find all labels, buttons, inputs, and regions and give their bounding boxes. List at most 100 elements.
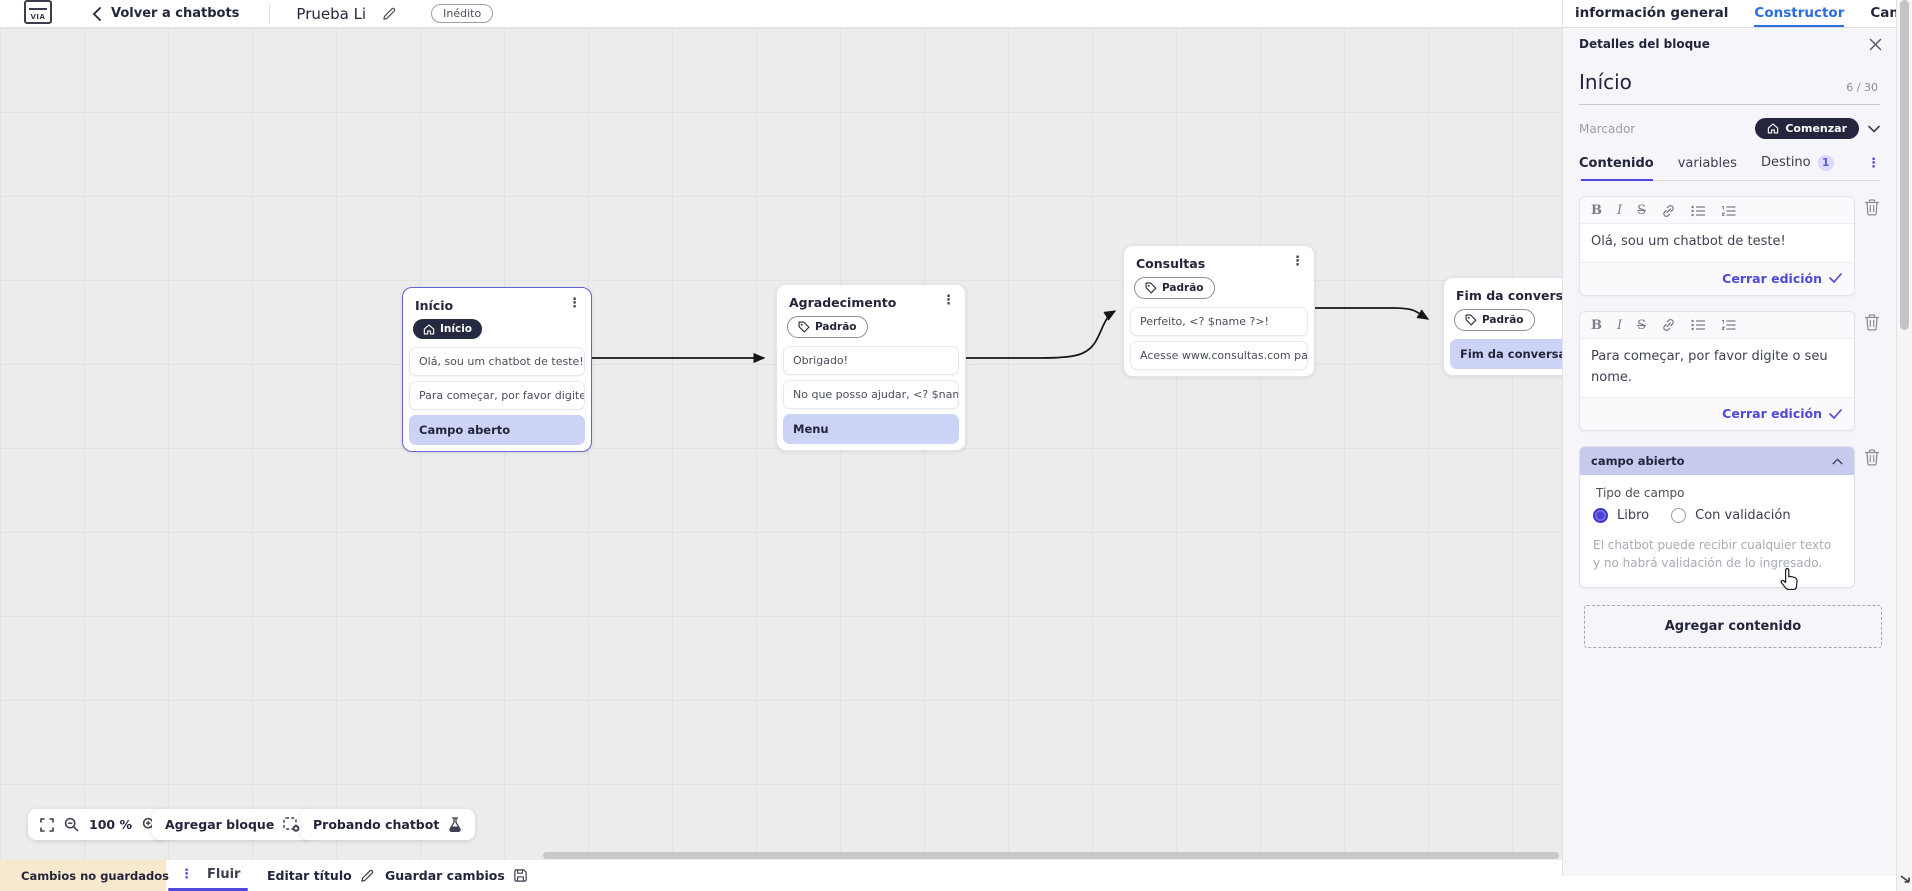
save-changes-label: Guardar cambios: [385, 868, 505, 883]
block-row[interactable]: Olá, sou um chatbot de teste!: [409, 347, 585, 376]
back-chevron-icon[interactable]: [92, 6, 101, 21]
bold-icon[interactable]: B: [1591, 203, 1602, 218]
edit-title-pencil-icon: [360, 869, 373, 882]
bullet-list-icon[interactable]: [1691, 319, 1706, 331]
add-block-button[interactable]: Agregar bloque: [152, 809, 314, 840]
block-menu-icon[interactable]: ⋮: [1291, 254, 1304, 269]
numbered-list-icon[interactable]: [1721, 319, 1736, 331]
back-to-chatbots-link[interactable]: Volver a chatbots: [111, 6, 240, 21]
block-badge-default: Padrão: [787, 316, 868, 338]
flow-menu-icon[interactable]: ⋮: [180, 867, 193, 882]
radio-option-con-validacion[interactable]: Con validación: [1671, 508, 1791, 524]
tag-icon: [1145, 282, 1157, 294]
delete-content-icon[interactable]: [1864, 314, 1880, 331]
open-field-header[interactable]: campo abierto: [1580, 447, 1854, 476]
block-row[interactable]: No que posso ajudar, <? $name ...: [783, 380, 959, 409]
block-name-field[interactable]: Início 6 / 30: [1579, 62, 1880, 105]
tab-fluir-active-underline: [168, 888, 248, 891]
tab-constructor[interactable]: Constructor: [1754, 0, 1845, 27]
char-counter: 6 / 30: [1846, 81, 1878, 94]
italic-icon[interactable]: I: [1617, 203, 1623, 218]
app-logo-text: VIA: [30, 13, 46, 21]
marker-value-pill[interactable]: Comenzar: [1755, 118, 1859, 139]
tab-informacion-general[interactable]: información general: [1575, 4, 1729, 21]
bullet-list-icon[interactable]: [1691, 205, 1706, 217]
close-panel-icon[interactable]: [1869, 38, 1882, 51]
window-vertical-scrollbar[interactable]: [1896, 0, 1912, 891]
radio-option-libre[interactable]: Libro: [1593, 508, 1649, 524]
field-type-label: Tipo de campo: [1596, 486, 1685, 501]
fit-screen-icon[interactable]: [40, 817, 54, 832]
editor-text[interactable]: Para começar, por favor digite o seu nom…: [1580, 337, 1854, 399]
block-row[interactable]: Menu: [783, 414, 959, 444]
field-helper-text: El chatbot puede recibir cualquier texto…: [1593, 538, 1832, 571]
close-edit-button[interactable]: Cerrar edición: [1580, 263, 1854, 295]
tab-fluir[interactable]: Fluir: [207, 867, 241, 882]
tab-contenido[interactable]: Contenido: [1579, 155, 1654, 171]
panel-bottom-strip: [1562, 876, 1896, 891]
close-edit-button[interactable]: Cerrar edición: [1580, 398, 1854, 430]
block-row[interactable]: Acesse www.consultas.com par...: [1130, 341, 1308, 370]
zoom-out-icon[interactable]: [64, 817, 79, 832]
canvas-horizontal-scrollbar[interactable]: [543, 852, 1559, 859]
chevron-down-icon[interactable]: [1868, 125, 1880, 133]
block-badge-default: Padrão: [1134, 277, 1215, 299]
radio-unselected-icon[interactable]: [1671, 508, 1687, 524]
tab-variables[interactable]: variables: [1677, 155, 1737, 171]
scroll-corner-arrow-icon[interactable]: [1899, 872, 1911, 884]
block-name-value[interactable]: Início: [1579, 70, 1632, 94]
bottom-bar: Cambios no guardados ⋮ Fluir Editar títu…: [0, 860, 1562, 891]
unsaved-changes-chip: Cambios no guardados: [0, 860, 170, 891]
editor-toolbar: B I S: [1580, 197, 1854, 223]
add-content-button[interactable]: Agregar contenido: [1584, 605, 1882, 649]
edit-title-button[interactable]: Editar título: [267, 860, 375, 891]
delete-content-icon[interactable]: [1864, 199, 1880, 216]
scrollbar-thumb[interactable]: [1900, 0, 1909, 330]
save-changes-button[interactable]: Guardar cambios: [385, 860, 528, 891]
add-block-icon: [283, 817, 300, 832]
open-field-card: campo abierto Tipo de campo Libro Con va…: [1579, 446, 1855, 589]
strikethrough-icon[interactable]: S: [1637, 317, 1647, 333]
marker-value: Comenzar: [1785, 122, 1847, 135]
block-row[interactable]: Perfeito, <? $name ?>!: [1130, 307, 1308, 336]
link-icon[interactable]: [1661, 204, 1676, 218]
test-chatbot-button[interactable]: Probando chatbot: [300, 809, 476, 840]
add-block-label: Agregar bloque: [165, 817, 275, 832]
canvas-zoom-toolbar: 100 %: [28, 809, 169, 840]
editor-toolbar: B I S: [1580, 312, 1854, 338]
delete-content-icon[interactable]: [1864, 449, 1880, 466]
unsaved-changes-label: Cambios no guardados: [21, 868, 170, 883]
block-row[interactable]: Para começar, por favor digite o ...: [409, 381, 585, 410]
tabs-menu-icon[interactable]: ⋮: [1867, 155, 1880, 171]
destino-count-badge: 1: [1817, 155, 1834, 171]
block-menu-icon[interactable]: ⋮: [568, 296, 581, 311]
edit-title-pencil-icon[interactable]: [382, 6, 397, 21]
editor-text[interactable]: Olá, sou um chatbot de teste!: [1580, 223, 1854, 263]
strikethrough-icon[interactable]: S: [1637, 203, 1647, 218]
chatbot-title[interactable]: Prueba Li: [296, 4, 367, 23]
tag-icon: [798, 321, 810, 333]
chevron-up-icon[interactable]: [1832, 458, 1843, 465]
block-title: Consultas: [1136, 256, 1206, 271]
save-icon: [514, 869, 527, 882]
block-row[interactable]: Obrigado!: [783, 346, 959, 375]
open-field-title: campo abierto: [1591, 454, 1685, 469]
home-icon: [1768, 123, 1779, 134]
block-title: Agradecimento: [789, 295, 897, 310]
radio-selected-icon[interactable]: [1593, 508, 1608, 524]
edit-title-label: Editar título: [267, 868, 352, 883]
block-menu-icon[interactable]: ⋮: [942, 293, 955, 308]
numbered-list-icon[interactable]: [1721, 205, 1736, 217]
block-row[interactable]: Campo aberto: [409, 415, 585, 445]
bold-icon[interactable]: B: [1591, 317, 1602, 333]
italic-icon[interactable]: I: [1617, 317, 1623, 333]
block-row[interactable]: Fim da conversa: [1450, 339, 1562, 369]
link-icon[interactable]: [1661, 318, 1676, 332]
